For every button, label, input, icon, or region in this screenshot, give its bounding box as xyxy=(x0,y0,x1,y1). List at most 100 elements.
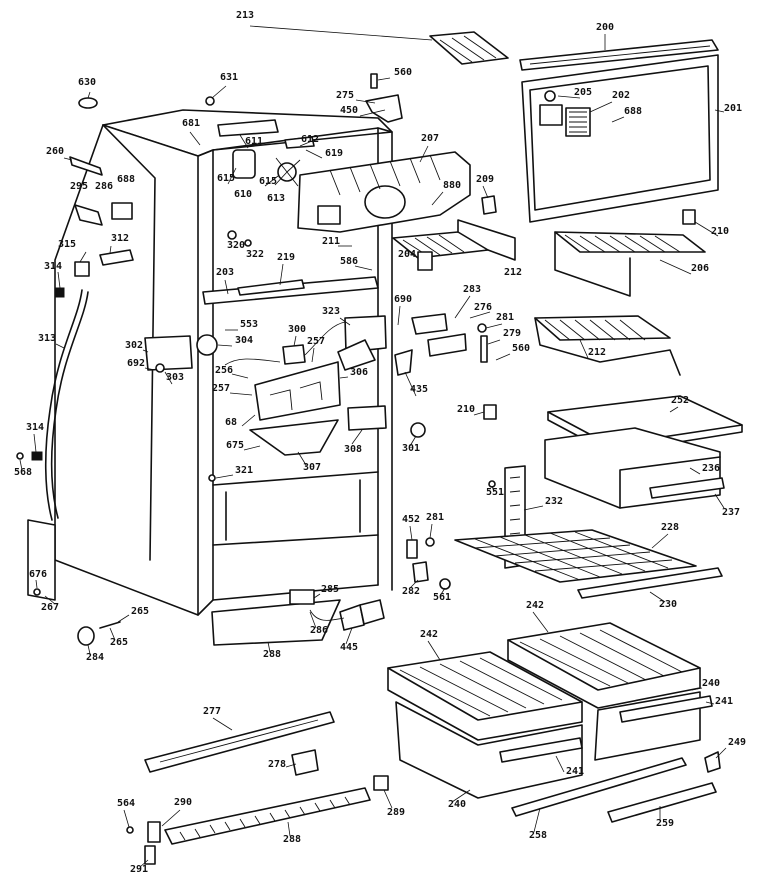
part-label-321: 321 xyxy=(235,465,253,476)
part-label-212: 212 xyxy=(504,267,522,278)
part-label-277: 277 xyxy=(203,706,221,717)
part-315 xyxy=(74,261,90,277)
part-label-281: 281 xyxy=(426,512,444,523)
motor-610 xyxy=(232,149,256,179)
part-label-288: 288 xyxy=(263,649,281,660)
part-label-282: 282 xyxy=(402,586,420,597)
part-label-681: 681 xyxy=(182,118,200,129)
freezer-door-inner xyxy=(529,65,711,211)
part-label-688: 688 xyxy=(117,174,135,185)
part-label-290: 290 xyxy=(174,797,192,808)
part-label-257: 257 xyxy=(212,383,230,394)
tube-313-edge xyxy=(50,291,89,519)
screw-564 xyxy=(126,826,134,834)
part-label-688: 688 xyxy=(624,106,642,117)
screw-561 xyxy=(439,578,451,590)
part-label-560: 560 xyxy=(512,343,530,354)
part-label-304: 304 xyxy=(235,335,253,346)
part-label-249: 249 xyxy=(728,737,746,748)
part-label-615: 615 xyxy=(259,176,277,187)
handle-237 xyxy=(649,477,725,499)
part-label-252: 252 xyxy=(671,395,689,406)
part-label-228: 228 xyxy=(661,522,679,533)
tray-288 xyxy=(211,599,341,646)
part-label-286: 286 xyxy=(310,625,328,636)
part-label-219: 219 xyxy=(277,252,295,263)
part-label-551: 551 xyxy=(486,487,504,498)
part-210-upper xyxy=(682,209,696,225)
part-label-564: 564 xyxy=(117,798,135,809)
bracket-282 xyxy=(412,561,429,583)
part-label-288: 288 xyxy=(283,834,301,845)
part-label-613: 613 xyxy=(267,193,285,204)
part-label-237: 237 xyxy=(722,507,740,518)
part-label-568: 568 xyxy=(14,467,32,478)
part-281-lower xyxy=(425,537,435,547)
trim-259 xyxy=(607,782,717,823)
liner-floor-line xyxy=(212,534,379,546)
shelf-212-lower xyxy=(534,315,671,341)
rail-277 xyxy=(144,711,335,773)
screw-560 xyxy=(370,73,378,89)
part-205-box xyxy=(539,104,563,126)
part-306 xyxy=(337,339,376,371)
part-312 xyxy=(99,249,134,266)
part-452 xyxy=(406,539,418,559)
part-label-452: 452 xyxy=(402,514,420,525)
part-label-256: 256 xyxy=(215,365,233,376)
part-label-240: 240 xyxy=(702,678,720,689)
part-label-265: 265 xyxy=(131,606,149,617)
part-label-200: 200 xyxy=(596,22,614,33)
glass-shelf xyxy=(406,465,723,599)
part-label-308: 308 xyxy=(344,444,362,455)
part-label-259: 259 xyxy=(656,818,674,829)
part-label-285: 285 xyxy=(321,584,339,595)
part-label-314: 314 xyxy=(26,422,44,433)
cabinet-left-edge xyxy=(102,124,156,561)
handle-241-left xyxy=(499,737,583,763)
part-label-276: 276 xyxy=(474,302,492,313)
part-279 xyxy=(480,335,488,363)
freezer-door-201 xyxy=(521,54,719,223)
part-label-619: 619 xyxy=(325,148,343,159)
wire-shelves xyxy=(392,219,706,376)
part-label-286: 286 xyxy=(95,181,113,192)
bracket-323 xyxy=(344,315,387,353)
part-label-313: 313 xyxy=(38,333,56,344)
part-label-435: 435 xyxy=(410,384,428,395)
liner-corner xyxy=(225,479,361,541)
part-label-314: 314 xyxy=(44,261,62,272)
part-205 xyxy=(544,90,556,102)
part-label-323: 323 xyxy=(322,306,340,317)
part-label-880: 880 xyxy=(443,180,461,191)
part-label-692: 692 xyxy=(127,358,145,369)
part-210-lower xyxy=(483,404,497,420)
part-label-213: 213 xyxy=(236,10,254,21)
plate-308 xyxy=(347,405,387,431)
part-label-450: 450 xyxy=(340,105,358,116)
part-label-690: 690 xyxy=(394,294,412,305)
crisper-drawers xyxy=(387,622,713,799)
screw-676 xyxy=(33,588,41,596)
liner-left xyxy=(197,149,214,616)
part-label-295: 295 xyxy=(70,181,88,192)
part-label-207: 207 xyxy=(421,133,439,144)
ice-tray-213 xyxy=(429,31,509,65)
cabinet-right-edge xyxy=(377,127,393,591)
bracket-283 xyxy=(427,333,467,357)
shelf-228 xyxy=(454,529,697,583)
trim-258 xyxy=(511,757,687,817)
grille-288 xyxy=(164,787,371,845)
liner-shelf-line xyxy=(212,471,379,486)
part-label-560: 560 xyxy=(394,67,412,78)
part-label-675: 675 xyxy=(226,440,244,451)
part-label-630: 630 xyxy=(78,77,96,88)
handle-241-right xyxy=(619,695,713,723)
knob-304 xyxy=(196,334,218,356)
part-295 xyxy=(74,204,103,226)
pin-265 xyxy=(99,621,121,629)
fan-shroud-opening xyxy=(364,185,406,219)
part-label-307: 307 xyxy=(303,462,321,473)
control-box xyxy=(254,361,341,421)
